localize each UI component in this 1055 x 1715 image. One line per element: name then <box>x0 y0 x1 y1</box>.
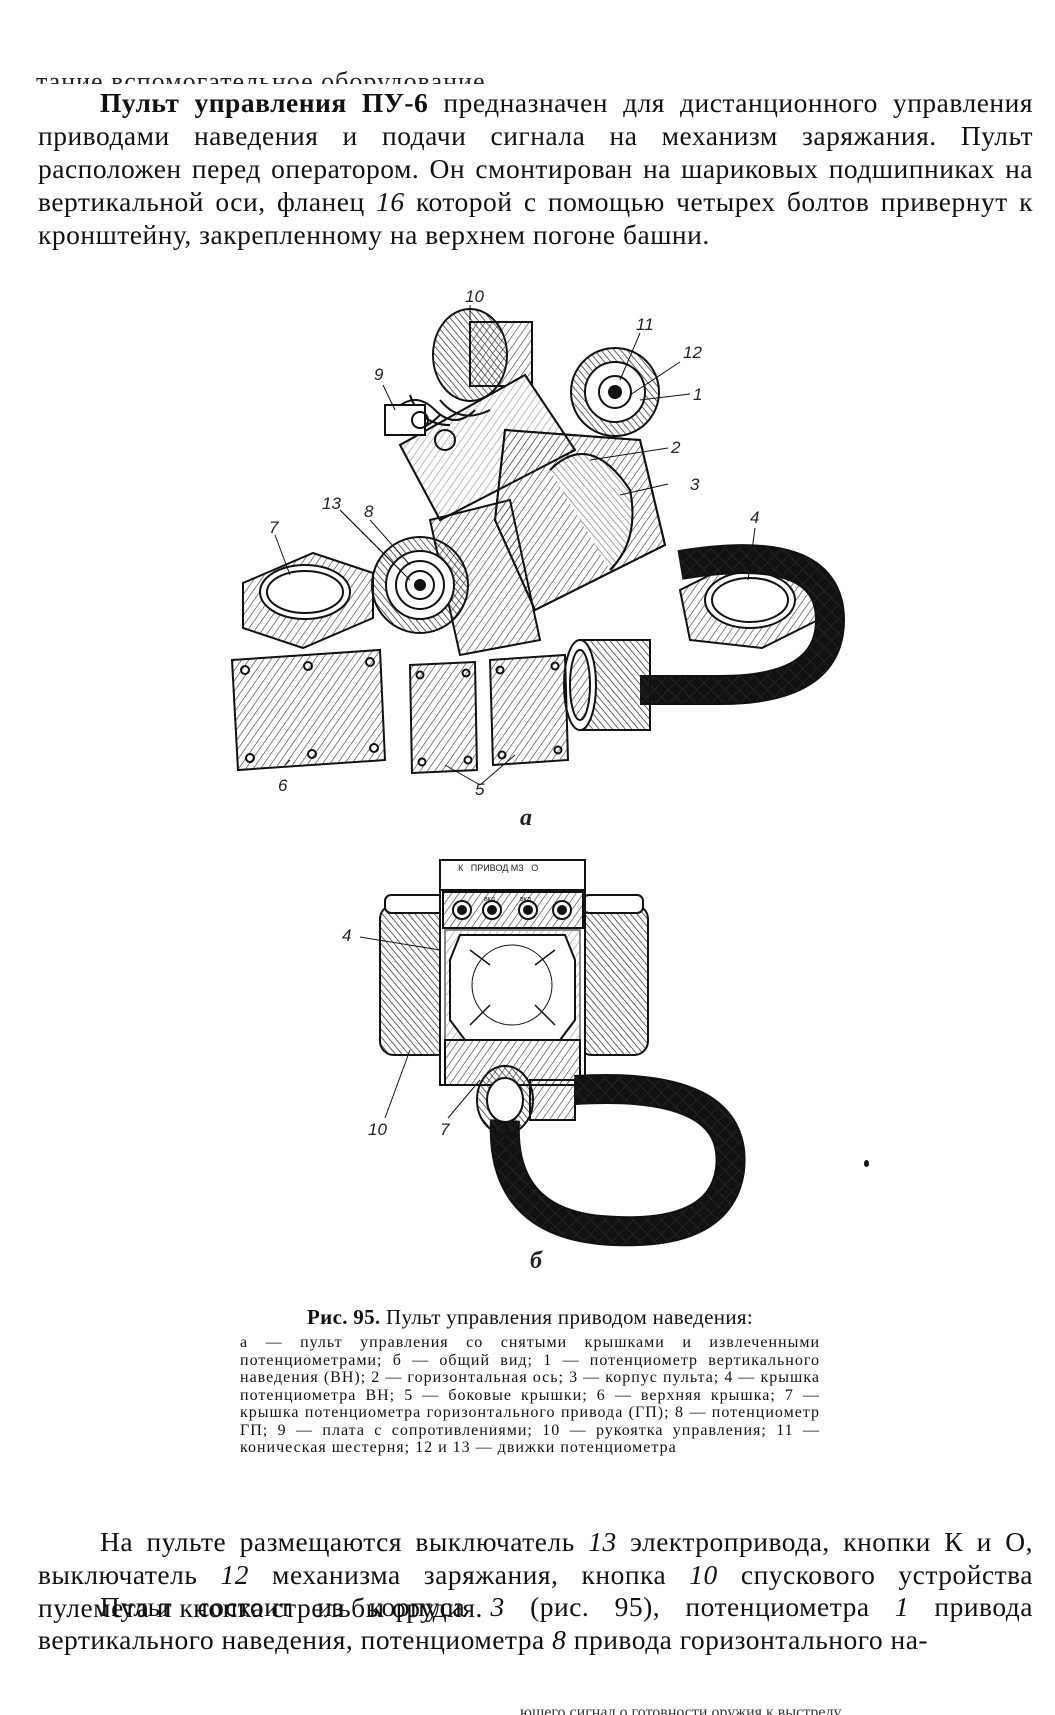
para3-t1: Пульт состоит из корпуса <box>100 1591 491 1622</box>
switch-label-1: вкл <box>484 896 495 903</box>
para2-t4: спускового устройства пулемета и кнопка … <box>38 1559 1034 1623</box>
label-2: 2 <box>671 438 681 457</box>
label-3: 3 <box>690 475 700 494</box>
ref-10: 10 <box>689 1559 718 1590</box>
label-4-b: 4 <box>342 926 352 945</box>
para3-t2: (рис. 95), потенциометра <box>504 1591 895 1622</box>
ref-3: 3 <box>490 1591 505 1622</box>
ref-16: 16 <box>376 186 405 217</box>
para2-t1: На пульте размещаются выключатель <box>100 1526 589 1557</box>
label-13: 13 <box>322 494 341 513</box>
cut-off-footer-line: ющего сигнал о готовности оружия к выстр… <box>520 1702 1040 1715</box>
caption-title-text: Пульт управления приводом наведения: <box>380 1305 753 1329</box>
label-12: 12 <box>683 343 702 362</box>
stray-dot <box>864 1160 869 1167</box>
label-7-b: 7 <box>440 1120 450 1139</box>
label-6: 6 <box>278 776 288 795</box>
para2-t3: механизма заряжания, кнопка <box>248 1559 690 1590</box>
subfigure-b-label: б <box>530 1248 542 1274</box>
paragraph-intro: Пульт управления ПУ-6 предназначен для д… <box>38 86 1033 251</box>
para3-t4: привода горизонтального на- <box>566 1624 929 1655</box>
cut-off-header-line: тание вспомогательное оборудование. <box>30 58 530 84</box>
label-11: 11 <box>636 315 654 334</box>
ref-13: 13 <box>588 1526 617 1557</box>
para2-t2: электропривода, кнопки К и О, выключател… <box>38 1526 1033 1590</box>
view-a-drawing <box>230 305 846 786</box>
figure-caption: Рис. 95. Пульт управления приводом навед… <box>240 1304 820 1457</box>
ref-1: 1 <box>894 1591 910 1622</box>
paragraph-controls: На пульте размещаются выключатель 13 эле… <box>38 1525 1033 1624</box>
figure-95: 10 11 12 9 1 2 3 13 8 7 4 6 5 а К ПРИВОД… <box>230 287 846 1274</box>
footer-fragment-text: ющего сигнал о готовности оружия к выстр… <box>520 1704 842 1715</box>
para1-text-a: предназначен для дистанционного управлен… <box>38 87 1034 217</box>
panel-header-text: К ПРИВОД МЗ О <box>458 863 539 873</box>
header-fragment-text: тание вспомогательное оборудование. <box>36 67 493 84</box>
figure-drawing <box>230 305 846 1247</box>
para3-t3: привода вертикального наведения, потенци… <box>38 1591 1033 1655</box>
switch-label-2: вкл <box>520 896 531 903</box>
subfigure-a-label: а <box>520 805 532 831</box>
para1-text-b: которой с помощью четырех болтов приверн… <box>38 186 1033 250</box>
label-4-a: 4 <box>750 508 760 527</box>
label-10-a: 10 <box>465 287 484 306</box>
view-b-drawing <box>359 859 746 1247</box>
caption-fig-number: Рис. 95. <box>307 1305 381 1329</box>
caption-body: а — пульт управления со снятыми крышками… <box>240 1334 820 1456</box>
label-5: 5 <box>475 780 485 799</box>
paragraph-structure: Пульт состоит из корпуса 3 (рис. 95), по… <box>38 1590 1033 1656</box>
label-10-b: 10 <box>368 1120 387 1139</box>
ref-12: 12 <box>220 1559 249 1590</box>
bold-lead: Пульт управления ПУ-6 <box>100 87 429 118</box>
label-7-a: 7 <box>269 518 279 537</box>
ref-8: 8 <box>552 1624 567 1655</box>
label-1: 1 <box>693 385 703 404</box>
label-9: 9 <box>374 365 384 384</box>
label-8: 8 <box>364 502 374 521</box>
caption-title: Рис. 95. Пульт управления приводом навед… <box>240 1304 820 1330</box>
